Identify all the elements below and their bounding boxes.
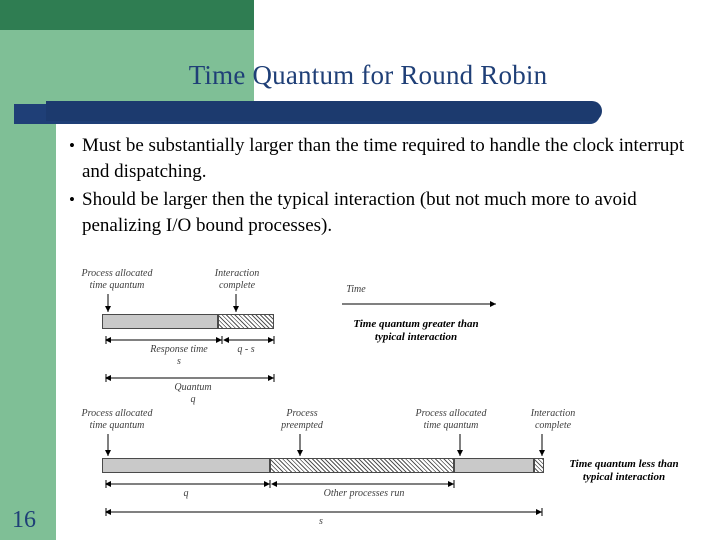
list-item: • Must be substantially larger than the … [62,133,712,185]
bullet-text: Should be larger then the typical intera… [82,189,637,236]
bullet-marker-icon: • [69,190,75,209]
label-process-allocated-b1: Process allocated time quantum [81,408,153,431]
label-quantum-symbol: q [190,394,196,405]
bullet-text: Must be substantially larger than the ti… [82,135,685,182]
list-item: • Should be larger then the typical inte… [62,187,712,239]
decor-band-green-top [0,0,254,30]
decor-band-navy-cap [46,101,602,121]
bullet-list: • Must be substantially larger than the … [62,133,712,241]
bar-quantum-a [102,314,218,329]
label-q-minus-s: q - s [237,344,255,355]
label-process-allocated-a: Process allocated time quantum [81,268,153,291]
decor-band-green-upper [56,30,254,114]
bar-unused-b [534,458,544,473]
label-interaction-complete-b: Interaction complete [530,408,576,431]
label-time-axis: Time [346,284,366,295]
figure-time-quantum: Process allocated time quantum Interacti… [56,262,720,540]
page-number: 16 [12,507,36,533]
bar-unused-a [218,314,274,329]
page-title: Time Quantum for Round Robin [188,60,548,90]
label-process-allocated-b2: Process allocated time quantum [415,408,487,431]
label-q-b: q [183,488,189,499]
caption-diagram-b: Time quantum less than typical interacti… [569,458,679,483]
bar-other-processes [270,458,454,473]
label-quantum: Quantum [174,382,212,393]
label-s-b: s [319,516,323,527]
label-response-time-symbol: s [177,356,181,367]
label-process-preempted: Process preempted [281,408,323,431]
bar-quantum-b1 [102,458,270,473]
label-response-time: Response time [150,344,208,355]
bullet-marker-icon: • [69,136,75,155]
bar-quantum-b2 [454,458,534,473]
label-other-processes-run: Other processes run [323,488,405,499]
figure-arrows [105,294,545,516]
label-interaction-complete-a: Interaction complete [214,268,260,291]
caption-diagram-a: Time quantum greater than typical intera… [353,318,479,343]
